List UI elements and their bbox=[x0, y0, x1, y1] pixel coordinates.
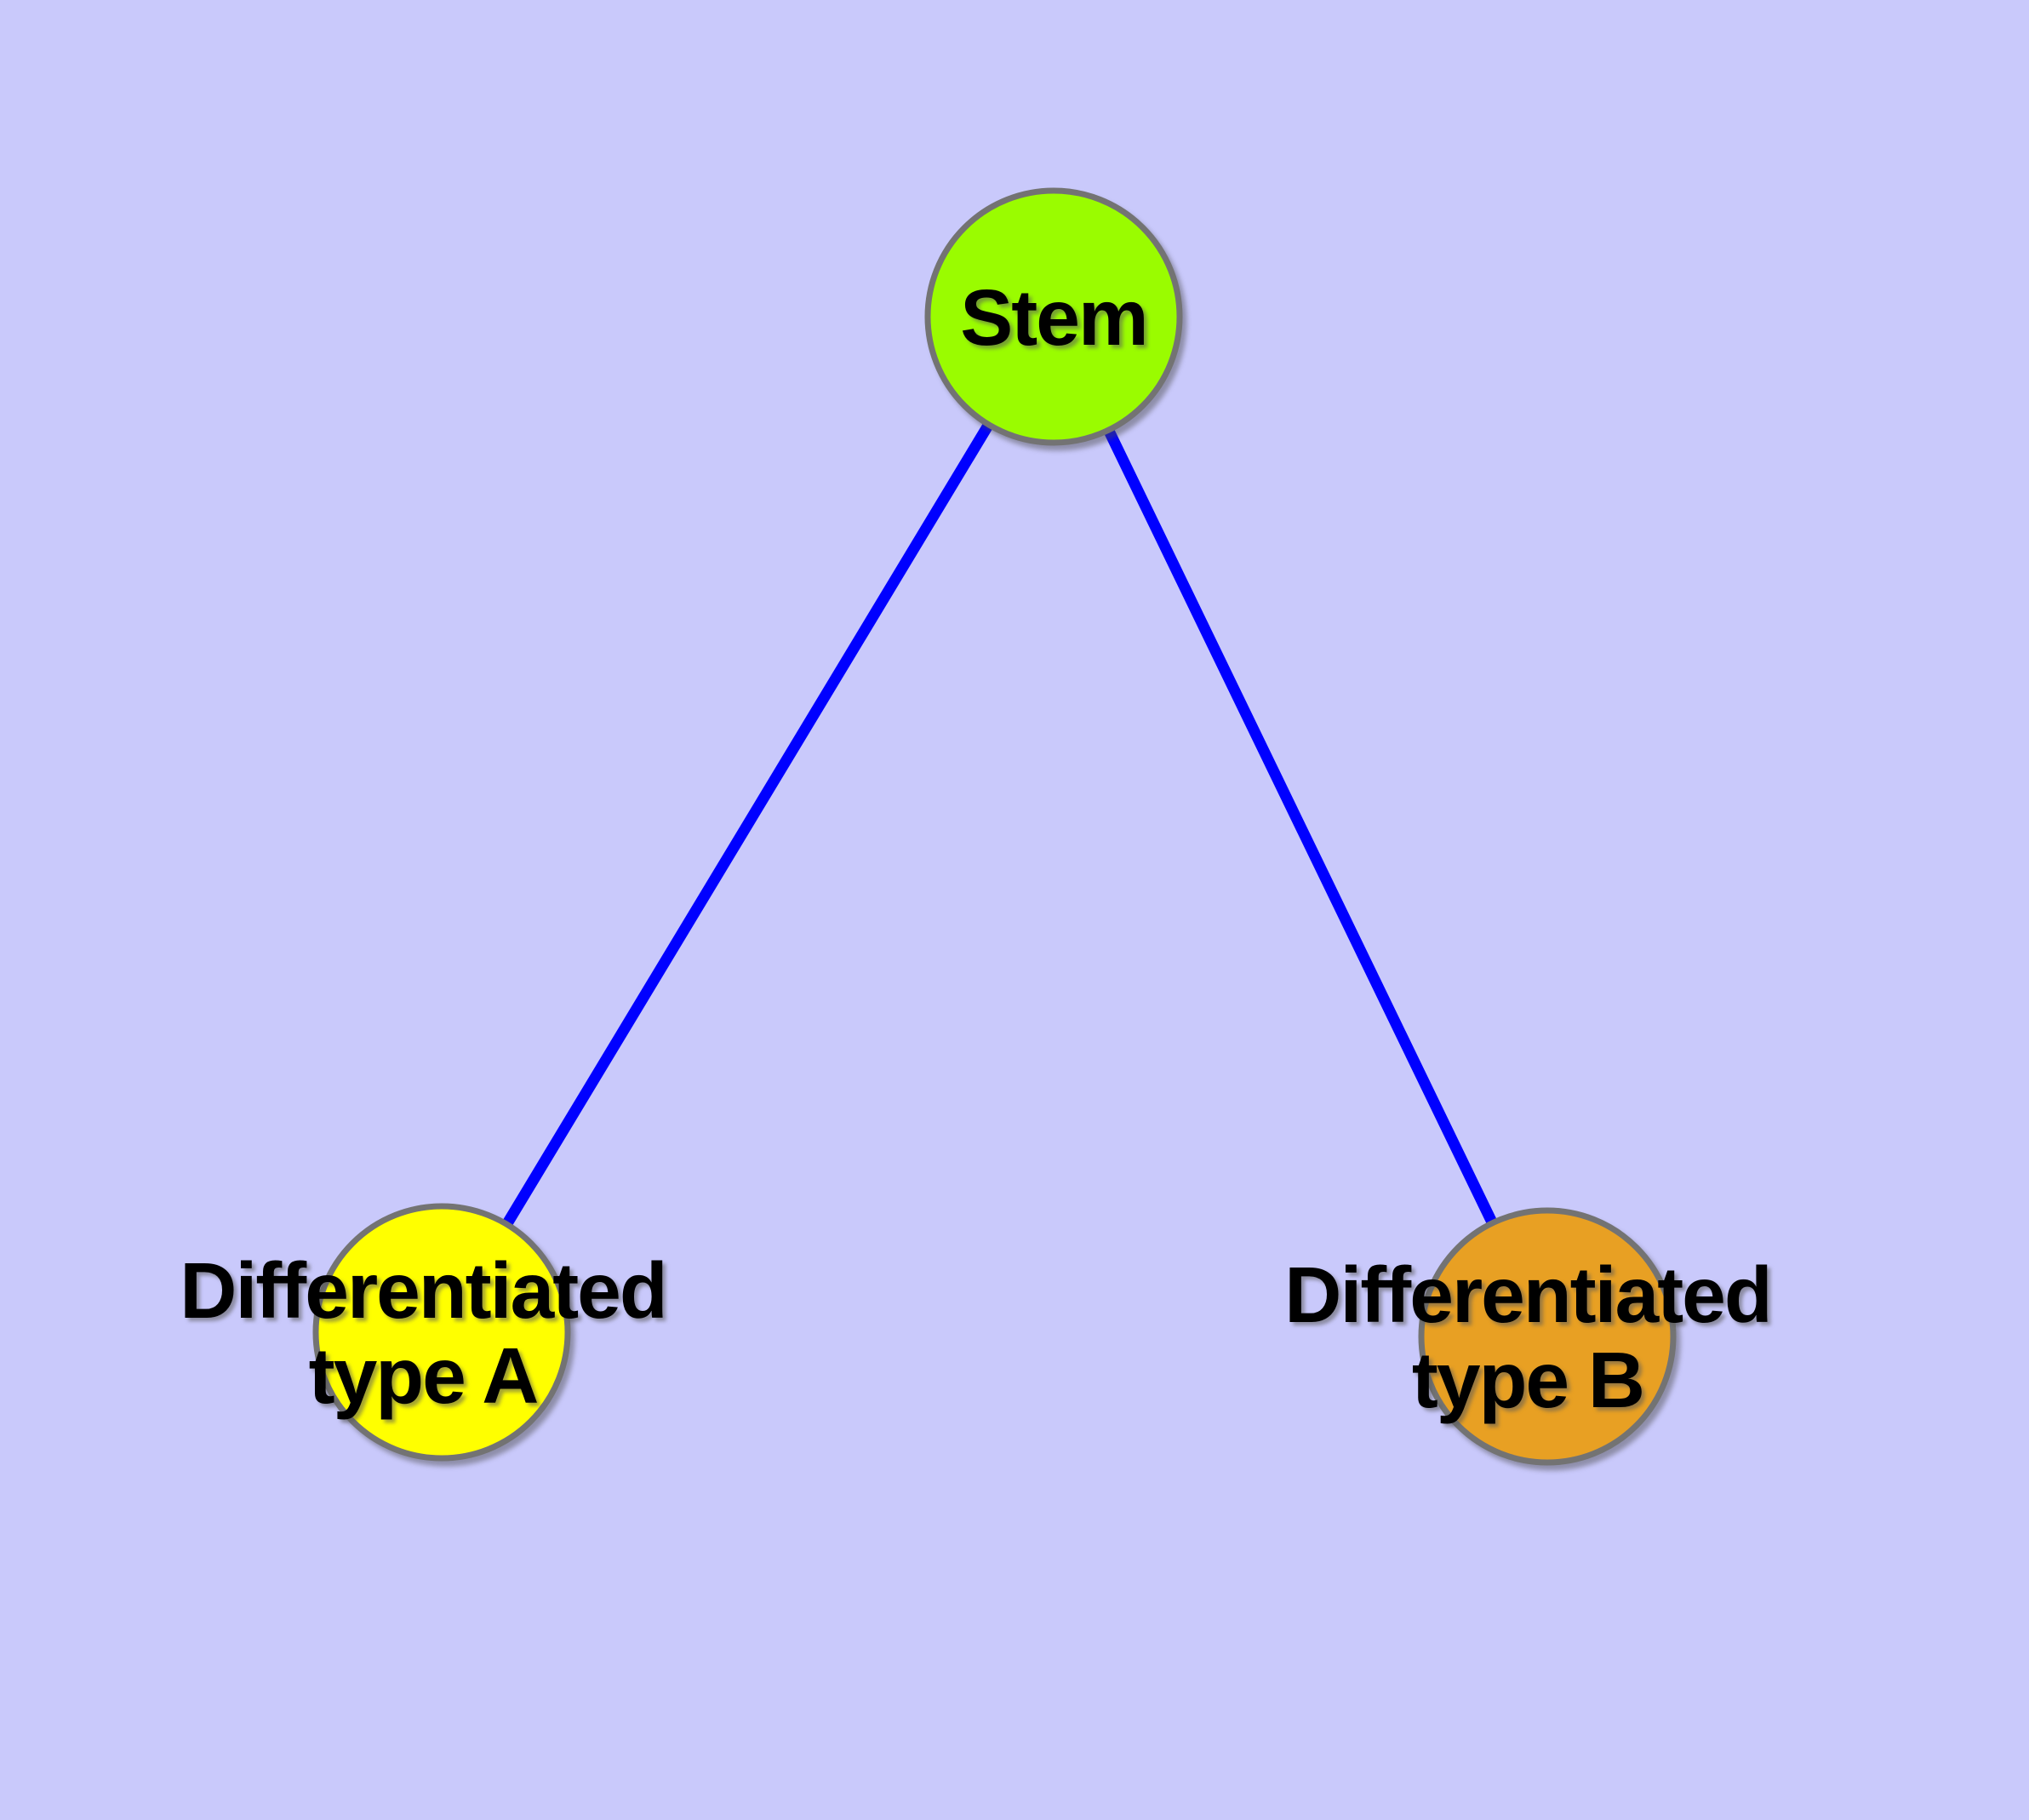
edge-stem-to-type-b bbox=[1048, 311, 1553, 1342]
node-stem bbox=[924, 187, 1183, 446]
node-type-a-label-line2: type A bbox=[309, 1331, 538, 1420]
node-stem-label: Stem bbox=[960, 273, 1146, 362]
node-type-b-label-line1: Differentiated bbox=[1284, 1251, 1770, 1339]
node-type-b-label-line2: type B bbox=[1412, 1336, 1643, 1424]
node-differentiated-type-a bbox=[312, 1203, 571, 1462]
node-differentiated-type-b bbox=[1418, 1207, 1677, 1466]
node-type-a-label-line1: Differentiated bbox=[180, 1246, 666, 1335]
edge-stem-to-type-a bbox=[436, 311, 1060, 1338]
